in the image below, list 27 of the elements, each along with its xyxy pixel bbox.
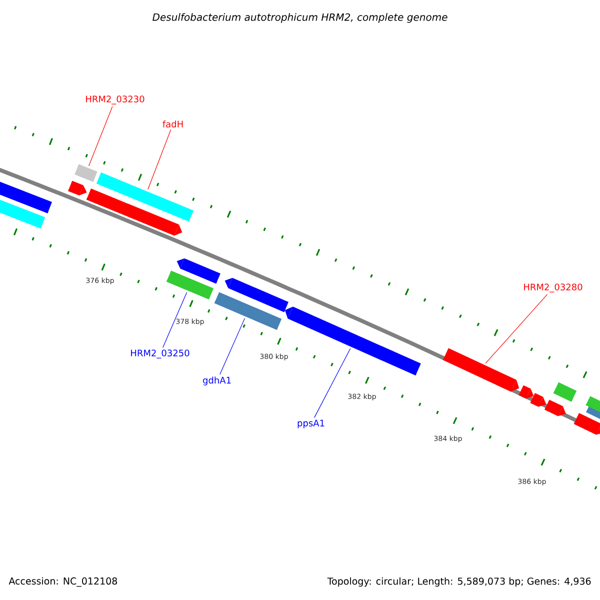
leader-line	[485, 294, 548, 364]
gene-label: ppsA1	[298, 420, 324, 428]
gene-label: HRM2_03230	[86, 96, 144, 104]
gene-block	[68, 180, 87, 196]
gene-block	[176, 258, 220, 284]
gene-block	[74, 164, 98, 182]
leader-line	[220, 318, 246, 375]
gene-block	[224, 278, 288, 312]
leader-line	[88, 106, 113, 166]
gene-label: gdhA1	[203, 376, 231, 386]
gene-label: HRM2_03250	[131, 350, 190, 358]
gene-block	[544, 400, 566, 416]
gene-block	[518, 385, 534, 399]
leader-line	[162, 292, 188, 348]
footer-text: Accession: NC_012108	[8, 577, 118, 587]
gene-label: fadH	[162, 120, 183, 128]
leader-line	[148, 129, 172, 190]
gene-block	[96, 172, 194, 222]
gene-block	[442, 348, 520, 392]
footer-text: Topology: circular; Length: 5,589,073 bp; Genes: 4,936	[327, 577, 591, 587]
gene-label: HRM2_03280	[524, 284, 582, 292]
gene-block	[586, 396, 600, 414]
leader-line	[314, 348, 351, 418]
gene-block	[553, 382, 577, 402]
gene-block	[574, 413, 600, 435]
title: Desulfobacterium autotrophicum HRM2, complete genome	[152, 13, 448, 23]
gene-block	[530, 393, 546, 407]
